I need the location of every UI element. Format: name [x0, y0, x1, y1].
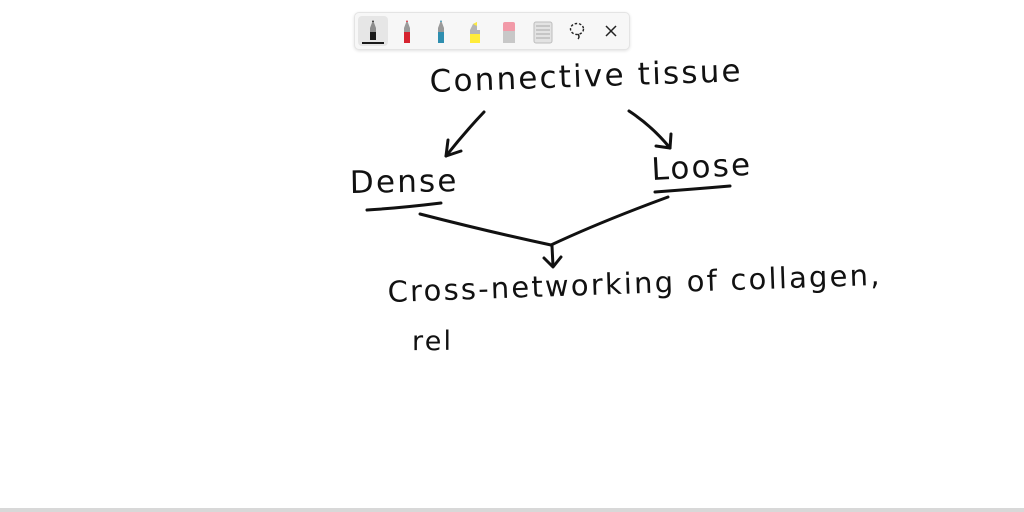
dense-connector: [418, 212, 553, 247]
highlighter-icon: [470, 22, 480, 43]
pen-icon: [404, 20, 410, 43]
close-icon: [605, 25, 617, 37]
blue-pen-tool[interactable]: [426, 16, 456, 46]
dense-label: Dense: [350, 163, 459, 201]
lasso-select-icon: [569, 22, 585, 40]
red-pen-tool[interactable]: [392, 16, 422, 46]
eraser-icon: [503, 22, 515, 43]
down-arrow-head: [542, 255, 563, 269]
eraser-tool[interactable]: [494, 16, 524, 46]
title-text: Connective tissue: [429, 53, 743, 100]
lasso-select-button[interactable]: [562, 16, 592, 46]
loose-underline: [653, 184, 732, 194]
loose-label: Loose: [651, 147, 754, 188]
arrow-head-loose: [654, 132, 673, 150]
arrow-head-dense: [444, 138, 463, 158]
arrow-to-loose: [627, 109, 672, 150]
pen-icon: [362, 20, 384, 44]
loose-connector: [549, 195, 670, 247]
ruler-tool[interactable]: [528, 16, 558, 46]
partial-word: rel: [412, 326, 453, 357]
arrow-to-dense: [444, 110, 486, 158]
bottom-edge: [0, 508, 1024, 512]
pen-icon: [438, 20, 444, 43]
ink-toolbar: [354, 12, 630, 50]
collagen-line: Cross-networking of collagen,: [387, 258, 882, 309]
yellow-highlighter-tool[interactable]: [460, 16, 490, 46]
close-button[interactable]: [596, 16, 626, 46]
dense-underline: [365, 201, 443, 212]
down-arrow-stem: [550, 244, 555, 268]
ruler-icon: [533, 21, 553, 44]
black-pen-tool[interactable]: [358, 16, 388, 46]
